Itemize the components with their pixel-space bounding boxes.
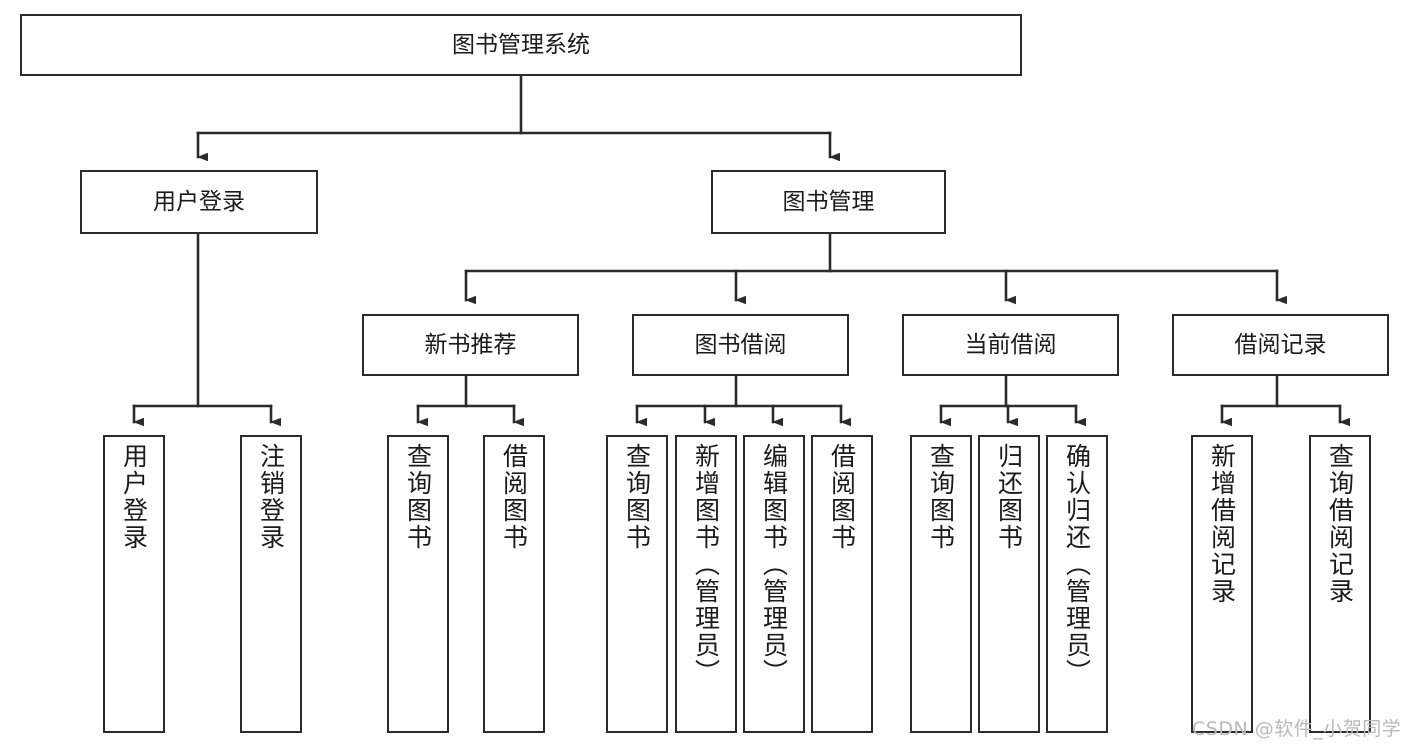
connector-userlogin-to-leaves <box>132 233 281 427</box>
node-borrow-record[interactable]: 借阅记录 <box>1172 314 1389 376</box>
node-user-login[interactable]: 用户登录 <box>80 170 318 234</box>
node-label: 图书管理系统 <box>452 31 590 58</box>
node-label: 借阅图书 <box>827 443 857 551</box>
leaf-logout[interactable]: 注销登录 <box>240 435 302 733</box>
leaf-add-book[interactable]: 新增图书（管理员） <box>675 435 737 733</box>
connector-bookmanage-to-level3 <box>464 233 1287 305</box>
connector-borrowrecord-to-leaves <box>1220 374 1350 427</box>
node-label: 当前借阅 <box>964 331 1057 358</box>
node-label: 查询图书 <box>403 443 433 551</box>
connector-root-to-level2 <box>196 74 840 162</box>
leaf-query-book-1[interactable]: 查询图书 <box>387 435 449 733</box>
leaf-confirm-return[interactable]: 确认归还（管理员） <box>1046 435 1108 733</box>
node-label: 注销登录 <box>256 443 286 551</box>
leaf-borrow-book-2[interactable]: 借阅图书 <box>811 435 873 733</box>
node-current-borrow[interactable]: 当前借阅 <box>902 314 1119 376</box>
node-label: 查询图书 <box>926 443 956 551</box>
node-label: 借阅记录 <box>1234 331 1327 358</box>
node-label: 查询借阅记录 <box>1325 443 1355 605</box>
node-label: 用户登录 <box>119 443 149 551</box>
node-root-system[interactable]: 图书管理系统 <box>20 14 1022 76</box>
node-label: 图书管理 <box>782 188 875 215</box>
leaf-borrow-book-1[interactable]: 借阅图书 <box>483 435 545 733</box>
connector-newbook-to-leaves <box>416 374 524 427</box>
leaf-edit-book[interactable]: 编辑图书（管理员） <box>743 435 805 733</box>
node-label: 新增图书（管理员） <box>691 443 721 686</box>
node-label: 编辑图书（管理员） <box>759 443 789 686</box>
node-book-manage[interactable]: 图书管理 <box>711 170 946 234</box>
node-label: 用户登录 <box>153 188 245 215</box>
node-label: 查询图书 <box>622 443 652 551</box>
node-book-borrow[interactable]: 图书借阅 <box>632 314 849 376</box>
leaf-user-login[interactable]: 用户登录 <box>103 435 165 733</box>
node-label: 借阅图书 <box>499 443 529 551</box>
leaf-return-book[interactable]: 归还图书 <box>978 435 1040 733</box>
leaf-add-record[interactable]: 新增借阅记录 <box>1191 435 1253 733</box>
leaf-query-book-3[interactable]: 查询图书 <box>910 435 972 733</box>
leaf-query-record[interactable]: 查询借阅记录 <box>1309 435 1371 733</box>
node-label: 图书借阅 <box>694 331 787 358</box>
node-label: 新书推荐 <box>424 331 517 358</box>
node-label: 新增借阅记录 <box>1207 443 1237 605</box>
connector-currentborrow-to-leaves <box>939 374 1086 427</box>
node-new-book-recommend[interactable]: 新书推荐 <box>362 314 579 376</box>
connector-bookborrow-to-leaves <box>635 374 851 427</box>
node-label: 归还图书 <box>994 443 1024 551</box>
leaf-query-book-2[interactable]: 查询图书 <box>606 435 668 733</box>
node-label: 确认归还（管理员） <box>1062 443 1092 686</box>
